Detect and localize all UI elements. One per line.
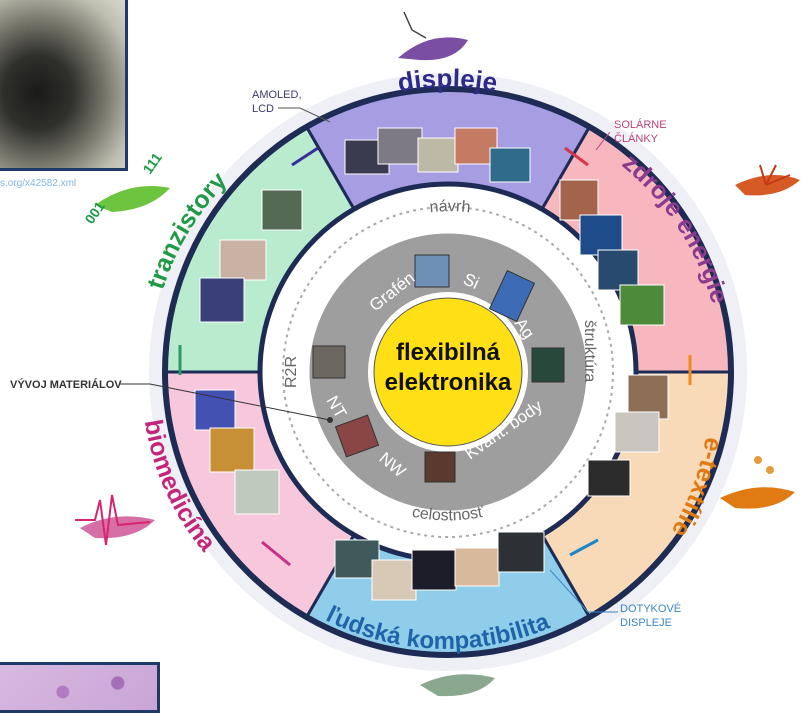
center-title-line2: elektronika — [385, 369, 512, 396]
droplet-icon — [754, 456, 762, 464]
callout-amoled-line2: LCD — [252, 103, 274, 115]
arrow-tranz-displeje — [291, 146, 319, 167]
inner-label-si: Si — [460, 269, 482, 293]
arrow-etextilie-ludska — [569, 538, 599, 557]
callout-solar-line1: SOLÁRNE — [614, 118, 667, 131]
callout-touch-line2: DISPLEJE — [620, 617, 672, 629]
quantum-dot-thumbnail — [531, 347, 565, 383]
ludska-photo-4 — [454, 547, 500, 587]
displeje-photo-3 — [417, 137, 459, 173]
callout-materials: VÝVOJ MATERIÁLOV — [10, 378, 333, 423]
arrow-displeje-zdroje — [564, 146, 589, 167]
biomed-photo-1 — [194, 389, 236, 431]
heartbeat-icon — [75, 494, 151, 546]
tranz-photo-1 — [261, 189, 303, 231]
corner-photo-top-left — [0, 0, 128, 171]
ludska-photo-3 — [411, 549, 457, 591]
leaf-icon-displeje-shape — [398, 37, 468, 61]
outer-ring-border — [162, 86, 734, 658]
leaf-icon-tranzistory: 001 111 — [81, 149, 170, 227]
outer-glow-ring — [149, 73, 747, 671]
callout-amoled-line — [278, 107, 331, 123]
arrow-biomed-ludska — [261, 540, 291, 567]
callout-amoled: AMOLED, LCD — [252, 89, 331, 123]
middle-label-celostnost: celostnosť — [411, 504, 487, 525]
ludska-photo-2 — [371, 559, 417, 601]
callout-solar: SOLÁRNE ČLÁNKY — [595, 118, 667, 151]
tranz-photo-3 — [199, 277, 245, 323]
leaf-icon-tranzistory-shape — [95, 186, 170, 212]
etextilie-photo-3 — [587, 459, 631, 497]
etextilie-photo-2 — [614, 411, 660, 453]
crystal-label-111: 111 — [139, 149, 165, 176]
zdroje-photo-4 — [619, 284, 665, 326]
boundary-arrows — [178, 146, 692, 567]
zdroje-photo-2 — [579, 214, 623, 256]
leaf-icon-ludska-shape — [420, 674, 495, 697]
callout-solar-line2: ČLÁNKY — [614, 132, 659, 145]
callout-touch: DOTYKOVÉ DISPLEJE — [549, 569, 681, 629]
callout-materials-text: VÝVOJ MATERIÁLOV — [10, 378, 122, 391]
tranz-photo-2 — [219, 239, 267, 281]
center-title-line1: flexibilná — [396, 339, 501, 366]
middle-label-struktura: štruktúra — [581, 320, 598, 382]
callout-touch-line1: DOTYKOVÉ — [620, 602, 681, 615]
callout-amoled-line1: AMOLED, — [252, 89, 302, 101]
diagram-canvas: flexibilná elektronika Grafén Si Ag Kvan… — [10, 11, 800, 697]
callout-solar-line — [595, 131, 611, 151]
si-thumbnail — [414, 254, 450, 288]
middle-label-r2r: R2R — [283, 356, 300, 388]
displeje-photo-2 — [377, 127, 423, 165]
leaf-icon-biomed — [75, 494, 155, 546]
displeje-photo-5 — [489, 147, 531, 183]
biomed-photo-3 — [234, 469, 280, 515]
graphene-thumbnail — [312, 345, 346, 379]
callout-materials-line — [120, 383, 331, 421]
leaf-icon-etextilie — [720, 456, 795, 509]
zdroje-photo-3 — [597, 249, 639, 291]
nw-thumbnail — [424, 451, 456, 483]
leaf-icon-ludska — [420, 674, 495, 697]
callout-touch-line — [549, 569, 618, 613]
sector-label-displeje: displeje — [395, 63, 499, 97]
pen-icon — [403, 11, 427, 39]
url-fragment: s.org/x42582.xml — [0, 178, 77, 189]
center-circle — [373, 297, 523, 447]
middle-label-navrh: návrh — [429, 198, 471, 216]
heat-arrows-icon — [759, 164, 791, 186]
ag-thumbnail — [488, 269, 536, 323]
leaf-icon-biomed-shape — [80, 516, 155, 539]
callout-materials-dot — [327, 417, 333, 423]
ludska-photo-5 — [497, 531, 545, 573]
leaf-icon-displeje — [398, 11, 468, 61]
leaf-icon-etextilie-shape — [720, 487, 795, 509]
biomed-photo-2 — [209, 427, 255, 473]
leaf-icon-zdroje — [735, 164, 800, 196]
middle-ring-dotted — [282, 206, 614, 538]
sector-photos — [194, 127, 669, 601]
material-thumbnails — [312, 254, 565, 483]
droplet-icon — [766, 466, 774, 474]
nt-thumbnail — [334, 414, 380, 458]
zdroje-photo-1 — [559, 179, 599, 221]
